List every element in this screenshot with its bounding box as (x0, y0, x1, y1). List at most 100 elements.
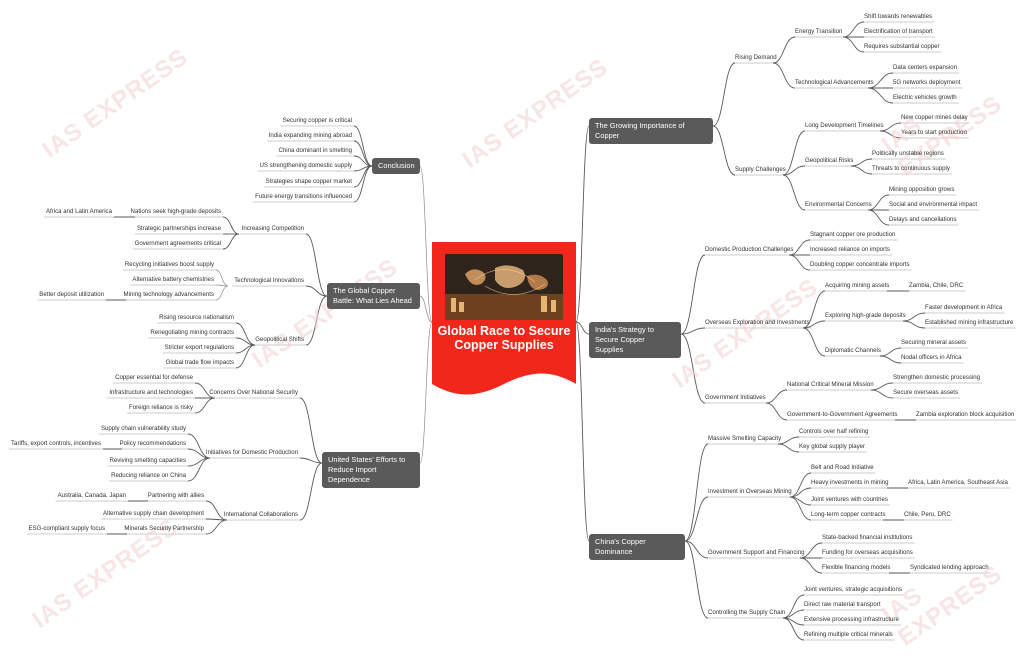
topic-national-critical-mineral-mission[interactable]: National Critical Mineral Mission (787, 381, 874, 388)
topic-rising-demand[interactable]: Rising Demand (735, 54, 777, 61)
leaf-node[interactable]: Established mining infrastructure (925, 319, 1014, 326)
topic-acquiring-mining-assets[interactable]: Acquiring mining assets (825, 282, 890, 289)
topic-defense[interactable]: Copper essential for defense (115, 374, 193, 381)
leaf-node[interactable]: Syndicated lending approach (910, 564, 989, 571)
topic-investment-overseas-mining[interactable]: Investment in Overseas Mining (708, 488, 792, 495)
topic-increasing-competition[interactable]: Increasing Competition (241, 225, 304, 232)
leaf-node[interactable]: Electric vehicles growth (893, 94, 957, 101)
topic-long-development[interactable]: Long Development Timelines (805, 122, 884, 129)
topic-partnering-allies[interactable]: Partnering with allies (147, 492, 204, 499)
topic-government-support[interactable]: Government Support and Financing (708, 549, 805, 556)
leaf-node[interactable]: New copper mines delay (901, 114, 968, 121)
branch-us-efforts[interactable]: United States' Efforts to Reduce Import … (322, 452, 420, 488)
leaf-node[interactable]: Requires substantial copper (864, 43, 940, 50)
leaf-node[interactable]: Tariffs, export controls, incentives (11, 440, 101, 447)
topic-strategic-partnerships[interactable]: Strategic partnerships increase (136, 225, 221, 232)
leaf-node[interactable]: Data centers expansion (893, 64, 958, 71)
leaf-node[interactable]: Better deposit utilization (39, 291, 104, 298)
branch-china-dominance[interactable]: China's Copper Dominance (589, 534, 685, 560)
topic-geopolitical-risks[interactable]: Geopolitical Risks (805, 157, 854, 164)
branch-growing-importance[interactable]: The Growing Importance of Copper (589, 118, 713, 144)
leaf-node[interactable]: Doubling copper concentrate imports (810, 261, 910, 268)
topic-belt-and-road[interactable]: Belt and Road Initiative (811, 464, 874, 471)
leaf-node[interactable]: Politically unstable regions (872, 150, 944, 157)
topic-foreign-reliance[interactable]: Foreign reliance is risky (128, 404, 193, 411)
leaf-node[interactable]: Delays and cancellations (889, 216, 957, 223)
topic-national-security[interactable]: Concerns Over National Security (209, 389, 298, 396)
leaf-node[interactable]: Stagnant copper ore production (810, 231, 896, 238)
leaf-node[interactable]: Chile, Peru, DRC (904, 511, 951, 518)
leaf-node[interactable]: Key global supply player (799, 443, 866, 450)
topic-infrastructure[interactable]: Infrastructure and technologies (109, 389, 193, 396)
topic-recycling[interactable]: Recycling initiatives boost supply (124, 261, 214, 268)
leaf-node[interactable]: Direct raw material transport (804, 601, 881, 608)
topic-government-initiatives[interactable]: Government Initiatives (705, 394, 766, 401)
topic-heavy-investments[interactable]: Heavy investments in mining (811, 479, 889, 486)
topic-reviving-smelting[interactable]: Reviving smelting capacities (109, 457, 186, 464)
leaf-node[interactable]: Joint ventures, strategic acquisitions (804, 586, 902, 593)
topic-technological-advancements[interactable]: Technological Advancements (795, 79, 874, 86)
leaf-node[interactable]: Extensive processing infrastructure (804, 616, 899, 623)
topic-flexible-financing[interactable]: Flexible financing models (822, 564, 891, 571)
topic-resource-nationalism[interactable]: Rising resource nationalism (159, 314, 234, 321)
leaf-node[interactable]: 5G networks deployment (893, 79, 961, 86)
branch-conclusion[interactable]: Conclusion (372, 158, 420, 174)
leaf-node[interactable]: Increased reliance on imports (810, 246, 890, 253)
leaf-node[interactable]: Years to start production (901, 129, 967, 136)
topic-long-term-contracts[interactable]: Long-term copper contracts (811, 511, 886, 518)
leaf-node[interactable]: Secure overseas assets (893, 389, 959, 396)
topic-renegotiating-contracts[interactable]: Renegotiating mining contracts (150, 329, 234, 336)
leaf-node[interactable]: Zambia, Chile, DRC (909, 282, 964, 289)
topic-controlling-supply-chain[interactable]: Controlling the Supply Chain (708, 609, 786, 616)
leaf-node[interactable]: Social and environmental impact (889, 201, 978, 208)
topic-funding-overseas[interactable]: Funding for overseas acquisitions (822, 549, 913, 556)
leaf-node[interactable]: Africa, Latin America, Southeast Asia (908, 479, 1008, 486)
topic-government-agreements[interactable]: Government agreements critical (134, 240, 221, 247)
leaf-node[interactable]: Australia, Canada, Japan (57, 492, 126, 499)
leaf-node[interactable]: Electrification of transport (864, 28, 933, 35)
topic-policy-recommendations[interactable]: Policy recommendations (119, 440, 186, 447)
topic-overseas-exploration[interactable]: Overseas Exploration and Investments (705, 319, 810, 326)
topic-supply-challenges[interactable]: Supply Challenges (735, 166, 786, 173)
leaf-node[interactable]: Refining multiple critical minerals (804, 631, 893, 638)
leaf-node[interactable]: Threats to continuous supply (872, 165, 950, 172)
leaf-node[interactable]: Shift towards renewables (864, 13, 933, 20)
topic-energy-transition[interactable]: Energy Transition (795, 28, 843, 35)
leaf-node[interactable]: Securing copper is critical (282, 117, 352, 124)
topic-nations-seek-deposits[interactable]: Nations seek high-grade deposits (130, 208, 221, 215)
leaf-node[interactable]: Future energy transitions influenced (255, 193, 352, 200)
leaf-node[interactable]: Mining opposition grows (889, 186, 955, 193)
branch-global-battle[interactable]: The Global Copper Battle: What Lies Ahea… (327, 283, 420, 309)
leaf-node[interactable]: Africa and Latin America (45, 208, 112, 215)
center-node[interactable]: Global Race to Secure Copper Supplies (432, 242, 576, 402)
topic-minerals-security-partnership[interactable]: Minerals Security Partnership (124, 525, 204, 532)
topic-environmental-concerns[interactable]: Environmental Concerns (805, 201, 872, 208)
topic-exploring-deposits[interactable]: Exploring high-grade deposits (825, 312, 906, 319)
topic-joint-ventures[interactable]: Joint ventures with countries (811, 496, 888, 503)
leaf-node[interactable]: Strategies shape copper market (265, 178, 352, 185)
topic-export-regulations[interactable]: Stricter export regulations (164, 344, 234, 351)
leaf-node[interactable]: Nodal officers in Africa (901, 354, 962, 361)
topic-diplomatic-channels[interactable]: Diplomatic Channels (825, 347, 881, 354)
topic-massive-smelting[interactable]: Massive Smelting Capacity (708, 435, 782, 442)
leaf-node[interactable]: Controls over half refining (799, 428, 869, 435)
topic-g2g-agreements[interactable]: Government-to-Government Agreements (787, 411, 898, 418)
topic-reducing-reliance-china[interactable]: Reducing reliance on China (111, 472, 186, 479)
leaf-node[interactable]: Securing mineral assets (901, 339, 967, 346)
topic-domestic-production-initiatives[interactable]: Initiatives for Domestic Production (205, 449, 298, 456)
leaf-node[interactable]: US strengthening domestic supply (259, 162, 352, 169)
topic-state-backed[interactable]: State-backed financial institutions (822, 534, 913, 541)
branch-india-strategy[interactable]: India's Strategy to Secure Copper Suppli… (589, 322, 681, 358)
topic-alternative-supply-chain[interactable]: Alternative supply chain development (103, 510, 204, 517)
leaf-node[interactable]: Faster development in Africa (925, 304, 1003, 311)
leaf-node[interactable]: Strengthen domestic processing (893, 374, 981, 381)
leaf-node[interactable]: India expanding mining abroad (268, 132, 352, 139)
leaf-node[interactable]: Zambia exploration block acquisition (916, 411, 1015, 418)
topic-domestic-production-challenges[interactable]: Domestic Production Challenges (705, 246, 794, 253)
topic-vulnerability-study[interactable]: Supply chain vulnerability study (100, 425, 186, 432)
leaf-node[interactable]: ESG-compliant supply focus (28, 525, 105, 532)
leaf-node[interactable]: China dominant in smelting (278, 147, 352, 154)
topic-trade-flow[interactable]: Global trade flow impacts (165, 359, 234, 366)
topic-international-collaborations[interactable]: International Collaborations (223, 511, 298, 518)
topic-technological-innovations[interactable]: Technological Innovations (234, 277, 304, 284)
